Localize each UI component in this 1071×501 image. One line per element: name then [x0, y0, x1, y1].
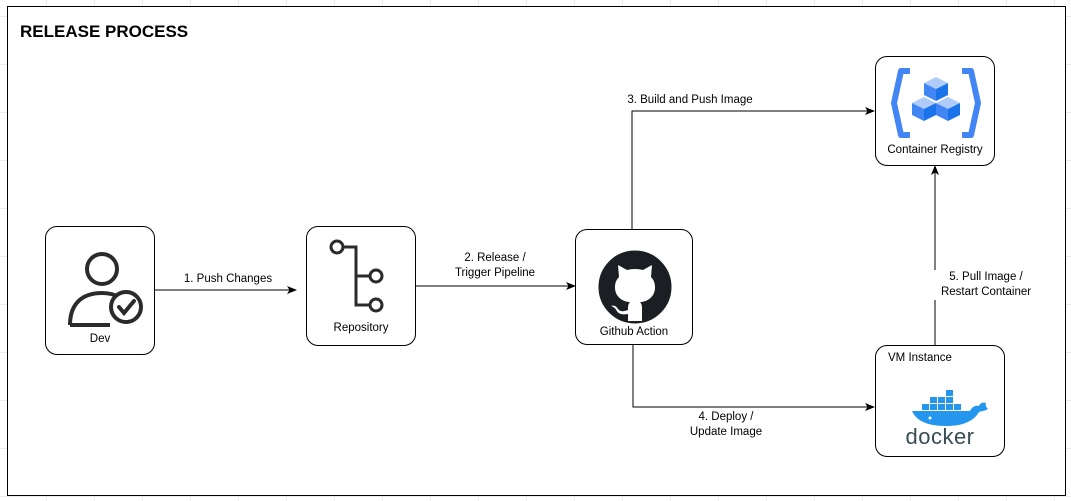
user-check-icon: [68, 252, 143, 327]
node-dev[interactable]: Dev: [45, 226, 155, 355]
edge-github-action-to-vm: [632, 345, 875, 411]
edge-label-pull-restart: 5. Pull Image / Restart Container: [934, 270, 1038, 300]
node-label: Dev: [89, 333, 111, 345]
node-label: VM Instance: [888, 352, 952, 364]
docker-wordmark: docker: [905, 424, 975, 449]
container-registry-icon: [891, 68, 981, 138]
github-octocat-icon: [598, 250, 672, 324]
node-label: Container Registry: [887, 144, 983, 156]
edge-label-line: 1. Push Changes: [183, 273, 273, 285]
node-container-registry[interactable]: Container Registry: [875, 56, 995, 166]
docker-icon: [912, 390, 988, 426]
edge-label-release-trigger: 2. Release / Trigger Pipeline: [436, 251, 554, 281]
edge-label-line: 2. Release /: [464, 252, 526, 264]
edge-label-line: Restart Container: [940, 286, 1032, 298]
diagram-title: RELEASE PROCESS: [20, 22, 189, 41]
node-label: Repository: [333, 322, 389, 334]
node-vm-instance[interactable]: VM Instance docker: [875, 345, 1005, 457]
node-github-action[interactable]: Github Action: [575, 229, 693, 345]
edge-label-line: Trigger Pipeline: [454, 267, 536, 279]
edge-label-push-changes: 1. Push Changes: [172, 272, 284, 287]
edge-label-line: 3. Build and Push Image: [627, 94, 753, 106]
edge-label-line: Update Image: [689, 426, 763, 438]
node-repository[interactable]: Repository: [306, 226, 416, 346]
git-branch-icon: [329, 239, 384, 313]
edge-label-line: 4. Deploy /: [698, 411, 754, 423]
node-label: Github Action: [599, 326, 669, 338]
edge-label-deploy-update: 4. Deploy / Update Image: [680, 410, 772, 440]
edge-github-action-to-registry: [631, 107, 875, 229]
edge-label-build-push: 3. Build and Push Image: [620, 93, 760, 108]
edge-label-line: 5. Pull Image /: [949, 271, 1023, 283]
